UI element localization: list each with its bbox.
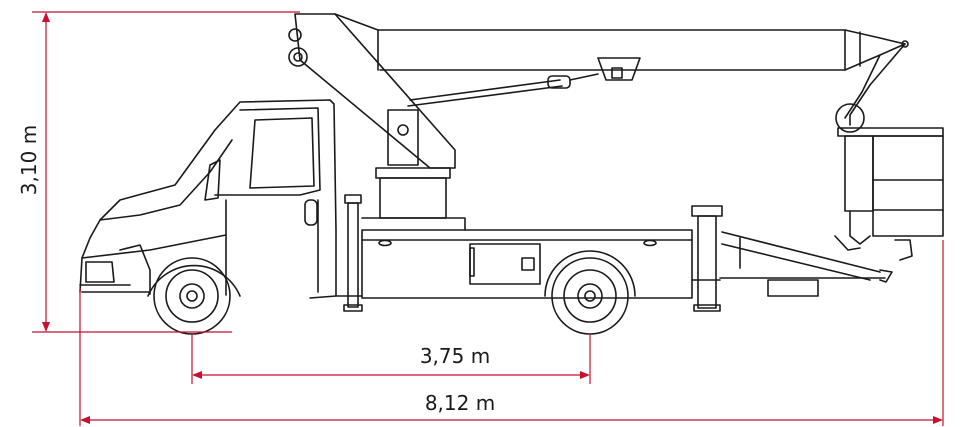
- wheelbase-dimension: [191, 334, 591, 384]
- chassis: [335, 229, 721, 299]
- overall-length-label: 8,12 m: [425, 391, 495, 415]
- truck-drawing: [79, 13, 944, 335]
- cab: [79, 99, 337, 299]
- rear-wheel: [544, 250, 636, 335]
- height-label: 3,10 m: [17, 125, 41, 195]
- height-dimension: [32, 11, 300, 333]
- overall-length-dimension: [79, 240, 944, 426]
- wheelbase-label: 3,75 m: [420, 344, 490, 368]
- work-basket: [834, 127, 944, 261]
- rear-rest: [719, 231, 893, 297]
- boom: [288, 13, 909, 169]
- jib-arm: [835, 43, 906, 133]
- outriggers: [343, 194, 723, 312]
- dimension-lines: [32, 11, 944, 426]
- turret: [361, 109, 466, 231]
